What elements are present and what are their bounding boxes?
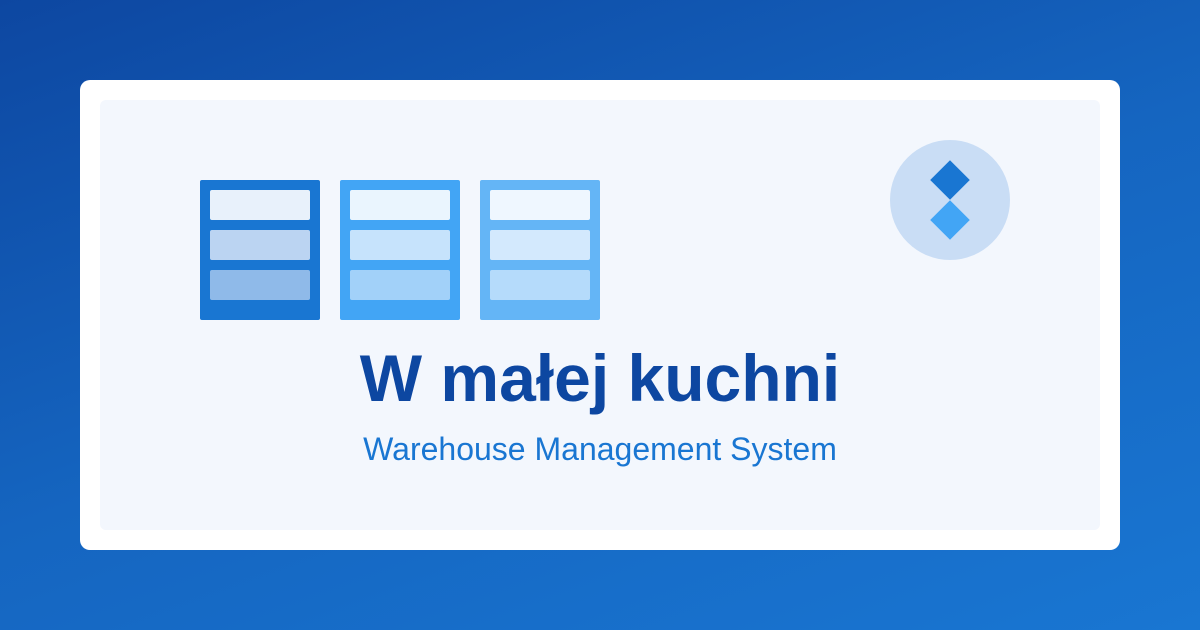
stacked-diamonds-logo-icon (890, 140, 1010, 260)
page-subtitle: Warehouse Management System (363, 431, 837, 467)
shelf (210, 270, 310, 300)
banner-card: W małej kuchni Warehouse Management Syst… (80, 80, 1120, 550)
shelf (350, 190, 450, 220)
page-title: W małej kuchni (359, 341, 841, 415)
shelf (490, 230, 590, 260)
shelving-rack-icon (340, 180, 460, 320)
diamond-bottom (930, 200, 970, 240)
diamond-top (930, 160, 970, 200)
shelf (350, 230, 450, 260)
shelf (350, 270, 450, 300)
shelf (210, 230, 310, 260)
banner-card-inner: W małej kuchni Warehouse Management Syst… (100, 100, 1100, 530)
shelf (210, 190, 310, 220)
shelf (490, 190, 590, 220)
shelving-rack-icon (200, 180, 320, 320)
shelving-rack-icon (480, 180, 600, 320)
shelf (490, 270, 590, 300)
